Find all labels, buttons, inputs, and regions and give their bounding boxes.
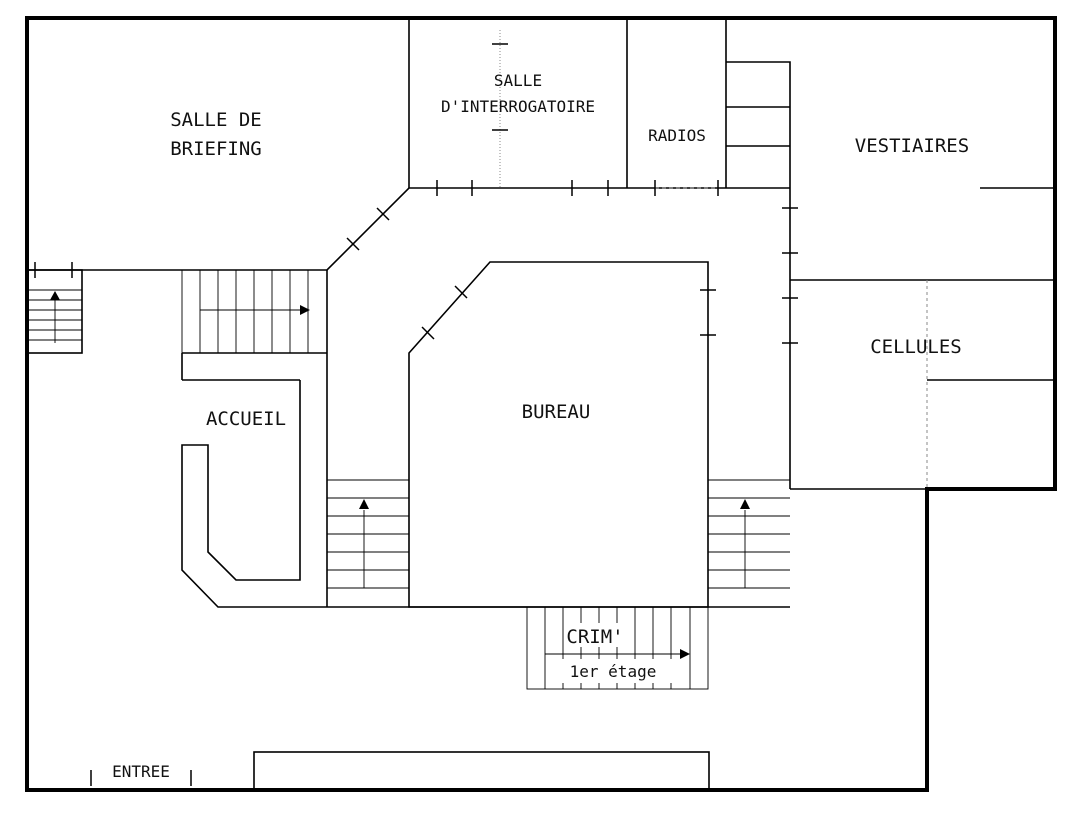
door-ticks bbox=[34, 43, 798, 786]
label-radios: RADIOS bbox=[648, 126, 706, 145]
arrow-up-icon bbox=[740, 499, 750, 509]
arrow-right-icon bbox=[680, 649, 690, 659]
label-vestiaires: VESTIAIRES bbox=[855, 135, 969, 157]
arrow-right-icon bbox=[300, 305, 310, 315]
label-entree: ENTREE bbox=[112, 762, 170, 781]
label-briefing-line1: SALLE DE bbox=[170, 109, 262, 131]
label-cellules: CELLULES bbox=[870, 336, 962, 358]
label-crim: CRIM' bbox=[566, 626, 623, 648]
label-accueil: ACCUEIL bbox=[206, 408, 286, 430]
label-crim-floor: 1er étage bbox=[570, 662, 657, 681]
label-interrogatoire-line1: SALLE bbox=[494, 71, 542, 90]
room-labels: SALLE DE BRIEFING SALLE D'INTERROGATOIRE… bbox=[112, 71, 969, 781]
label-briefing-line2: BRIEFING bbox=[170, 138, 262, 160]
arrow-up-icon bbox=[50, 291, 60, 300]
arrow-up-icon bbox=[359, 499, 369, 509]
label-bureau: BUREAU bbox=[522, 401, 591, 423]
stair-arrows bbox=[50, 291, 750, 659]
dashed-lines bbox=[499, 30, 928, 489]
label-interrogatoire-line2: D'INTERROGATOIRE bbox=[441, 97, 595, 116]
stairs bbox=[27, 270, 790, 690]
